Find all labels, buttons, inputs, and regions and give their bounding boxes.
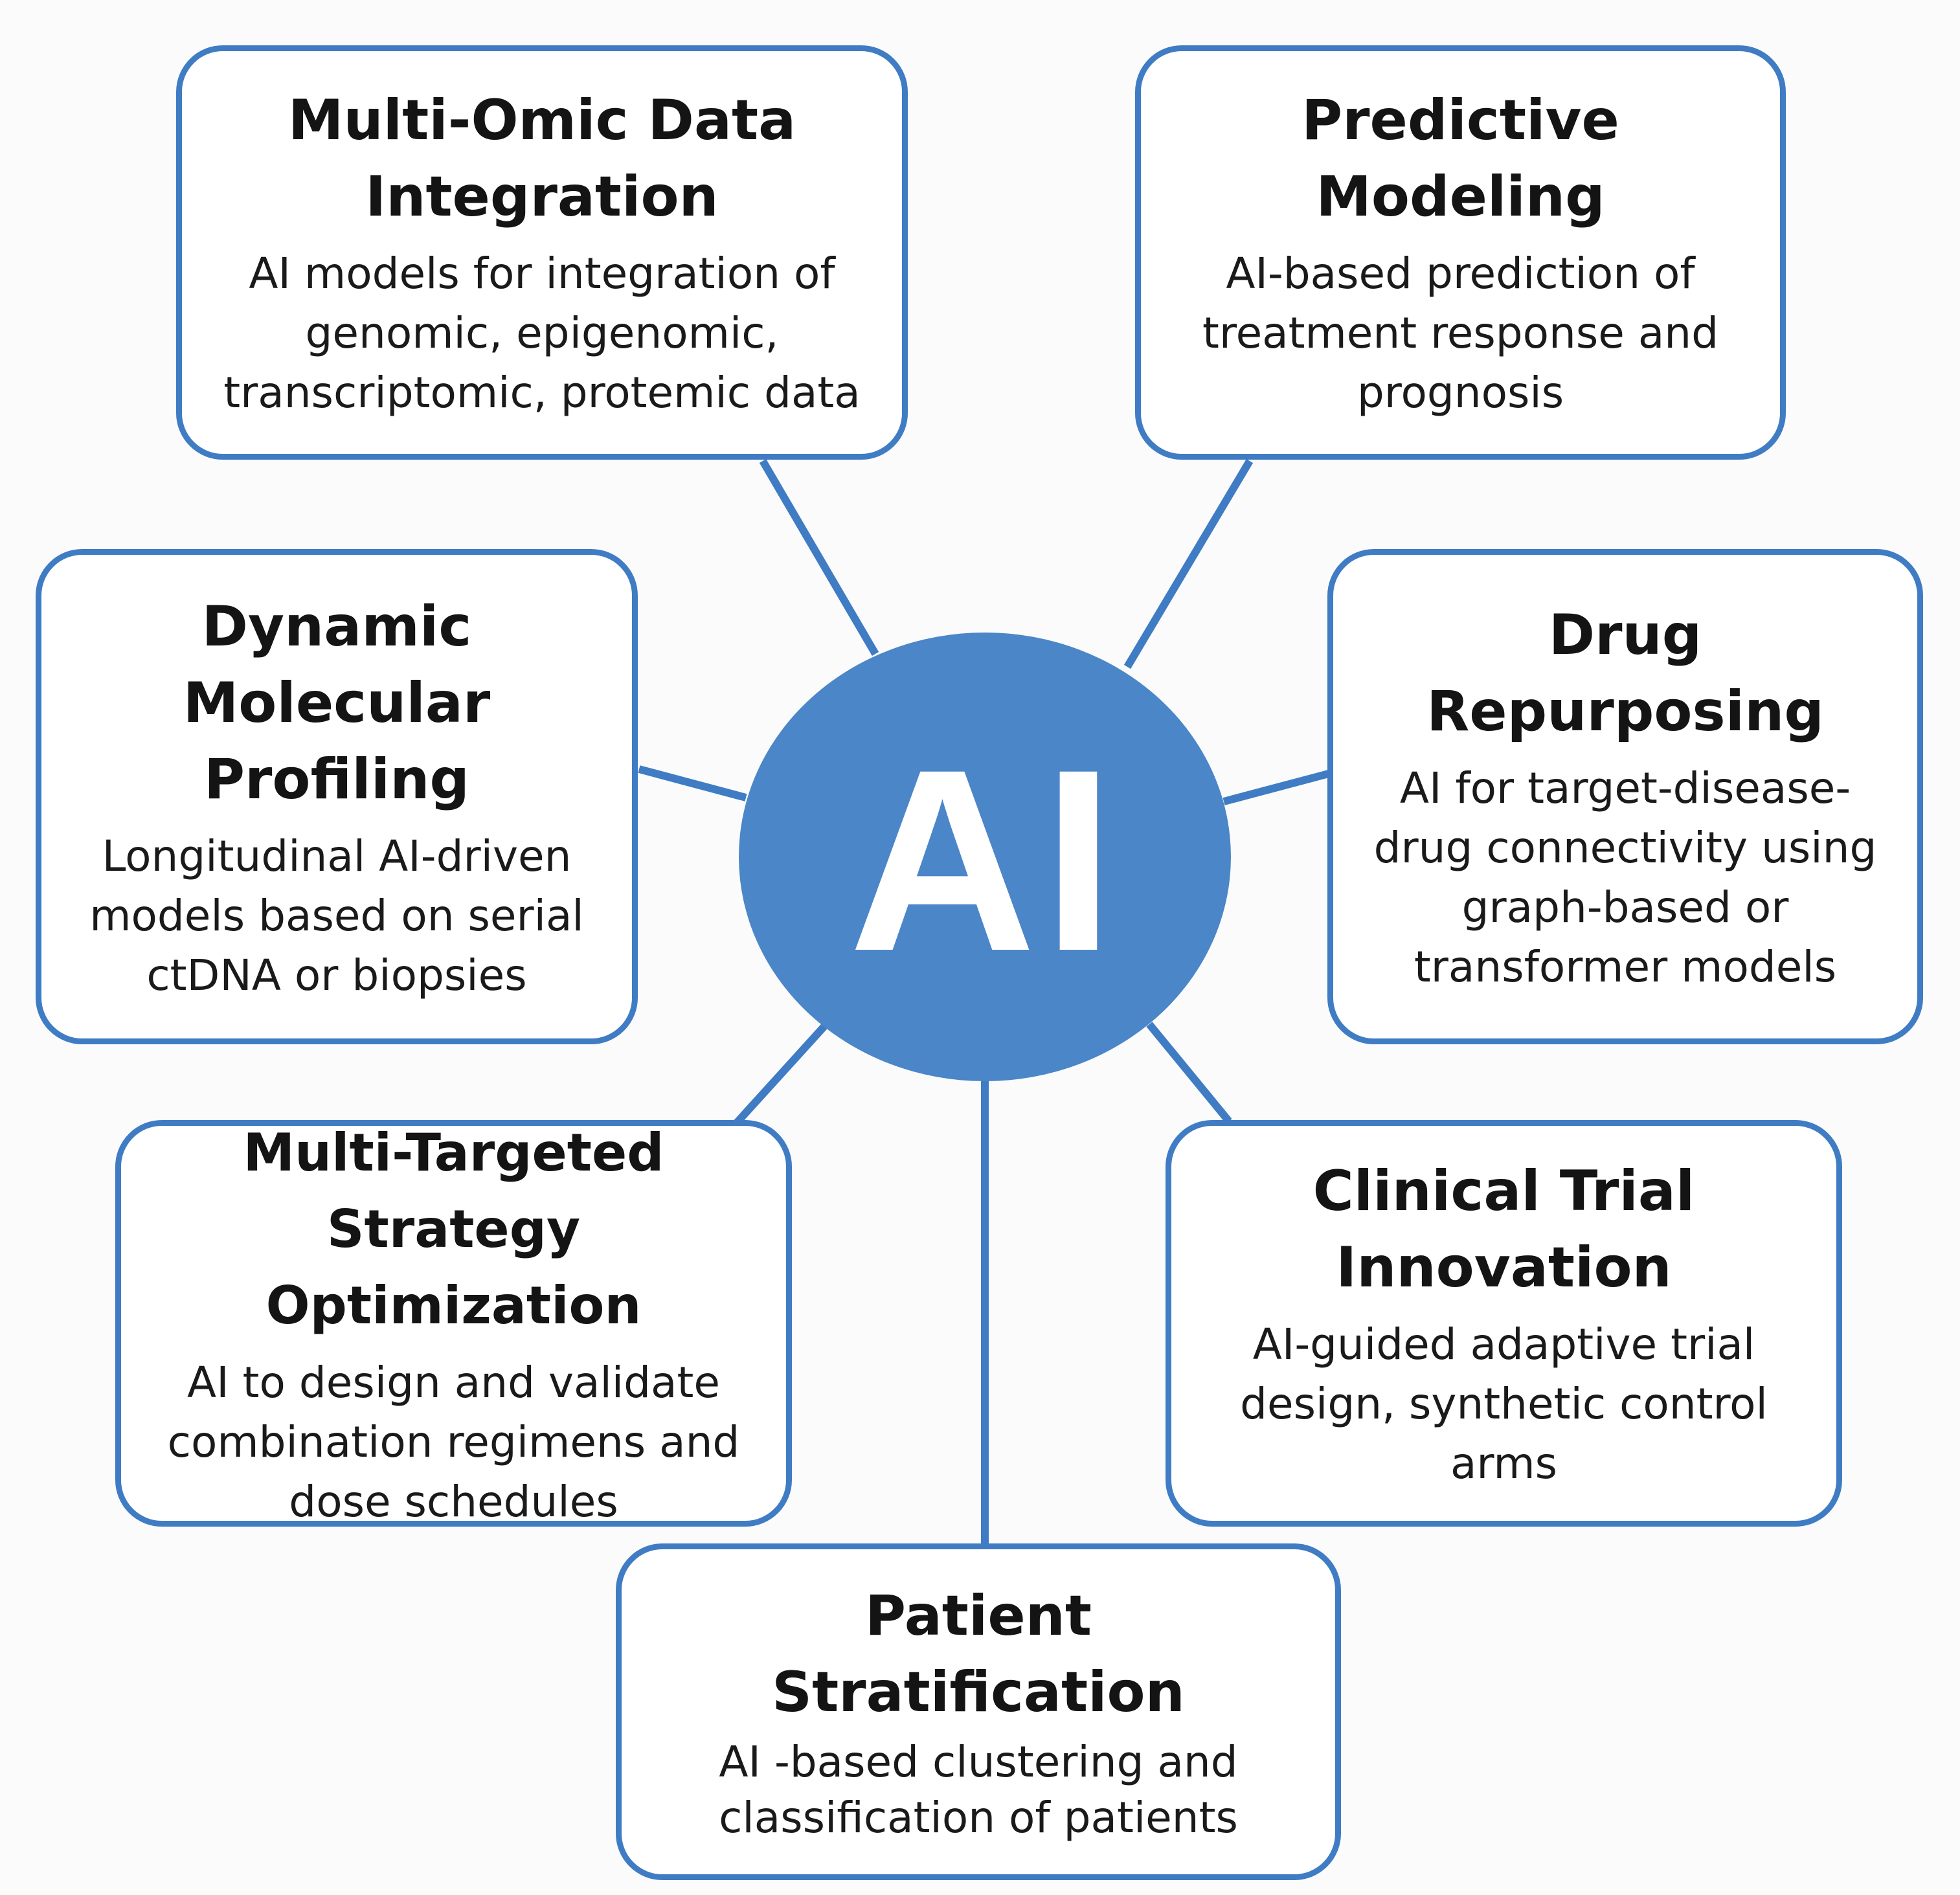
node-dynamic-molecular-profiling: Dynamic Molecular Profiling Longitudinal… bbox=[36, 549, 638, 1044]
node-drug-repurposing: Drug Repurposing AI for target-disease-d… bbox=[1327, 549, 1923, 1044]
node-patient-stratification: Patient Stratification AI -based cluster… bbox=[616, 1543, 1341, 1880]
node-description: AI to design and validate combination re… bbox=[167, 1358, 740, 1527]
node-description: Longitudinal AI-driven models based on s… bbox=[89, 831, 584, 1000]
node-title: Multi-Omic Data Integration bbox=[287, 88, 796, 229]
node-description: AI for target-disease-drug connectivity … bbox=[1373, 763, 1877, 992]
node-multi-targeted-strategy-optimization: Multi-Targeted Strategy Optimization AI … bbox=[115, 1120, 792, 1527]
node-title: Clinical Trial Innovation bbox=[1312, 1159, 1695, 1300]
connector-multi-omic bbox=[759, 458, 879, 656]
node-title: Drug Repurposing bbox=[1426, 602, 1824, 744]
connector-predictive bbox=[1123, 458, 1254, 669]
ai-hub-circle: AI bbox=[739, 633, 1231, 1081]
connector-dynamic bbox=[638, 765, 747, 802]
node-clinical-trial-innovation: Clinical Trial Innovation AI-guided adap… bbox=[1166, 1120, 1842, 1527]
ai-hub-label: AI bbox=[849, 715, 1121, 1005]
connector-multi-targeted bbox=[734, 1022, 829, 1126]
node-title: Multi-Targeted Strategy Optimization bbox=[243, 1123, 664, 1336]
connector-clinical bbox=[1146, 1022, 1232, 1124]
node-title: Dynamic Molecular Profiling bbox=[183, 594, 491, 812]
node-description: AI-guided adaptive trial design, synthet… bbox=[1240, 1319, 1768, 1488]
node-title: Patient Stratification bbox=[772, 1584, 1185, 1725]
node-description: AI models for integration of genomic, ep… bbox=[223, 249, 861, 418]
node-title: Predictive Modeling bbox=[1301, 88, 1619, 229]
node-description: AI -based clustering and classification … bbox=[719, 1737, 1238, 1843]
node-predictive-modeling: Predictive Modeling AI-based prediction … bbox=[1135, 45, 1786, 460]
node-multi-omic-data-integration: Multi-Omic Data Integration AI models fo… bbox=[176, 45, 908, 460]
node-description: AI-based prediction of treatment respons… bbox=[1202, 249, 1718, 418]
connector-drug bbox=[1222, 770, 1330, 805]
